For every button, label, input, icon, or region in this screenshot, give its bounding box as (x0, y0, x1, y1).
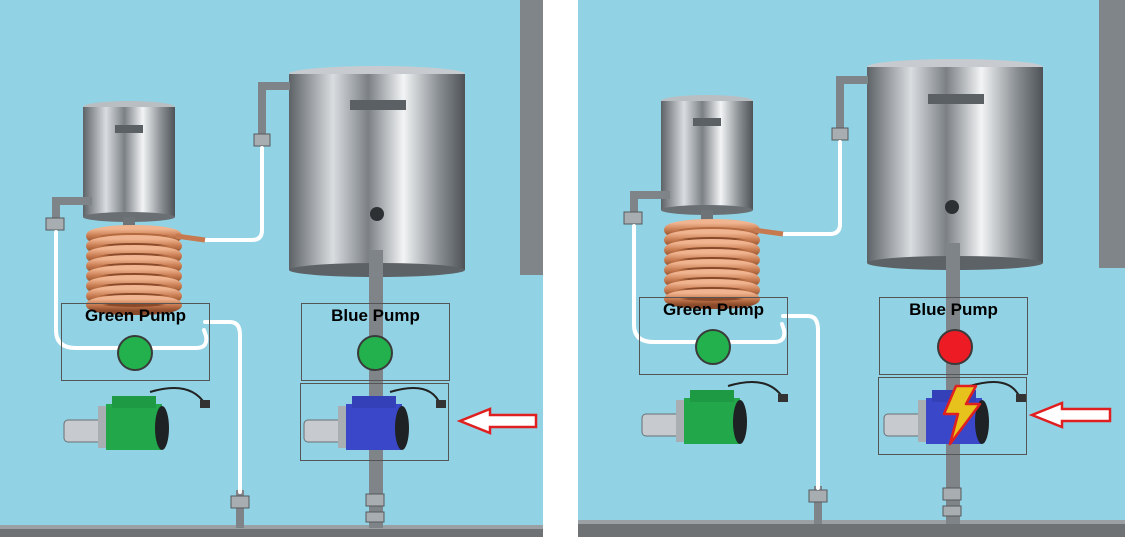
floor-top-edge (578, 520, 1125, 524)
wall-column (1099, 0, 1125, 268)
panel-divider (543, 0, 544, 537)
large-kettle (867, 59, 1043, 270)
floor-top-edge (0, 525, 544, 529)
small-kettle (661, 95, 753, 224)
small-kettle (83, 101, 175, 231)
blue-pump-highlight-box (300, 383, 449, 461)
blue-pump-label: Blue Pump (301, 306, 450, 326)
blue-pump-highlight-box (878, 377, 1027, 455)
floor (0, 528, 544, 537)
scene-illustration-right (578, 0, 1125, 537)
wall-column (520, 0, 544, 275)
scene-panel-right: Green Pump Blue Pump (578, 0, 1125, 537)
scene-panel-left: Green Pump Blue Pump (0, 0, 544, 537)
blue-pump-label: Blue Pump (879, 300, 1028, 320)
scene-illustration-left (0, 0, 544, 537)
green-pump-label: Green Pump (639, 300, 788, 320)
green-pump-label: Green Pump (61, 306, 210, 326)
large-kettle (289, 66, 465, 277)
floor (578, 524, 1125, 537)
